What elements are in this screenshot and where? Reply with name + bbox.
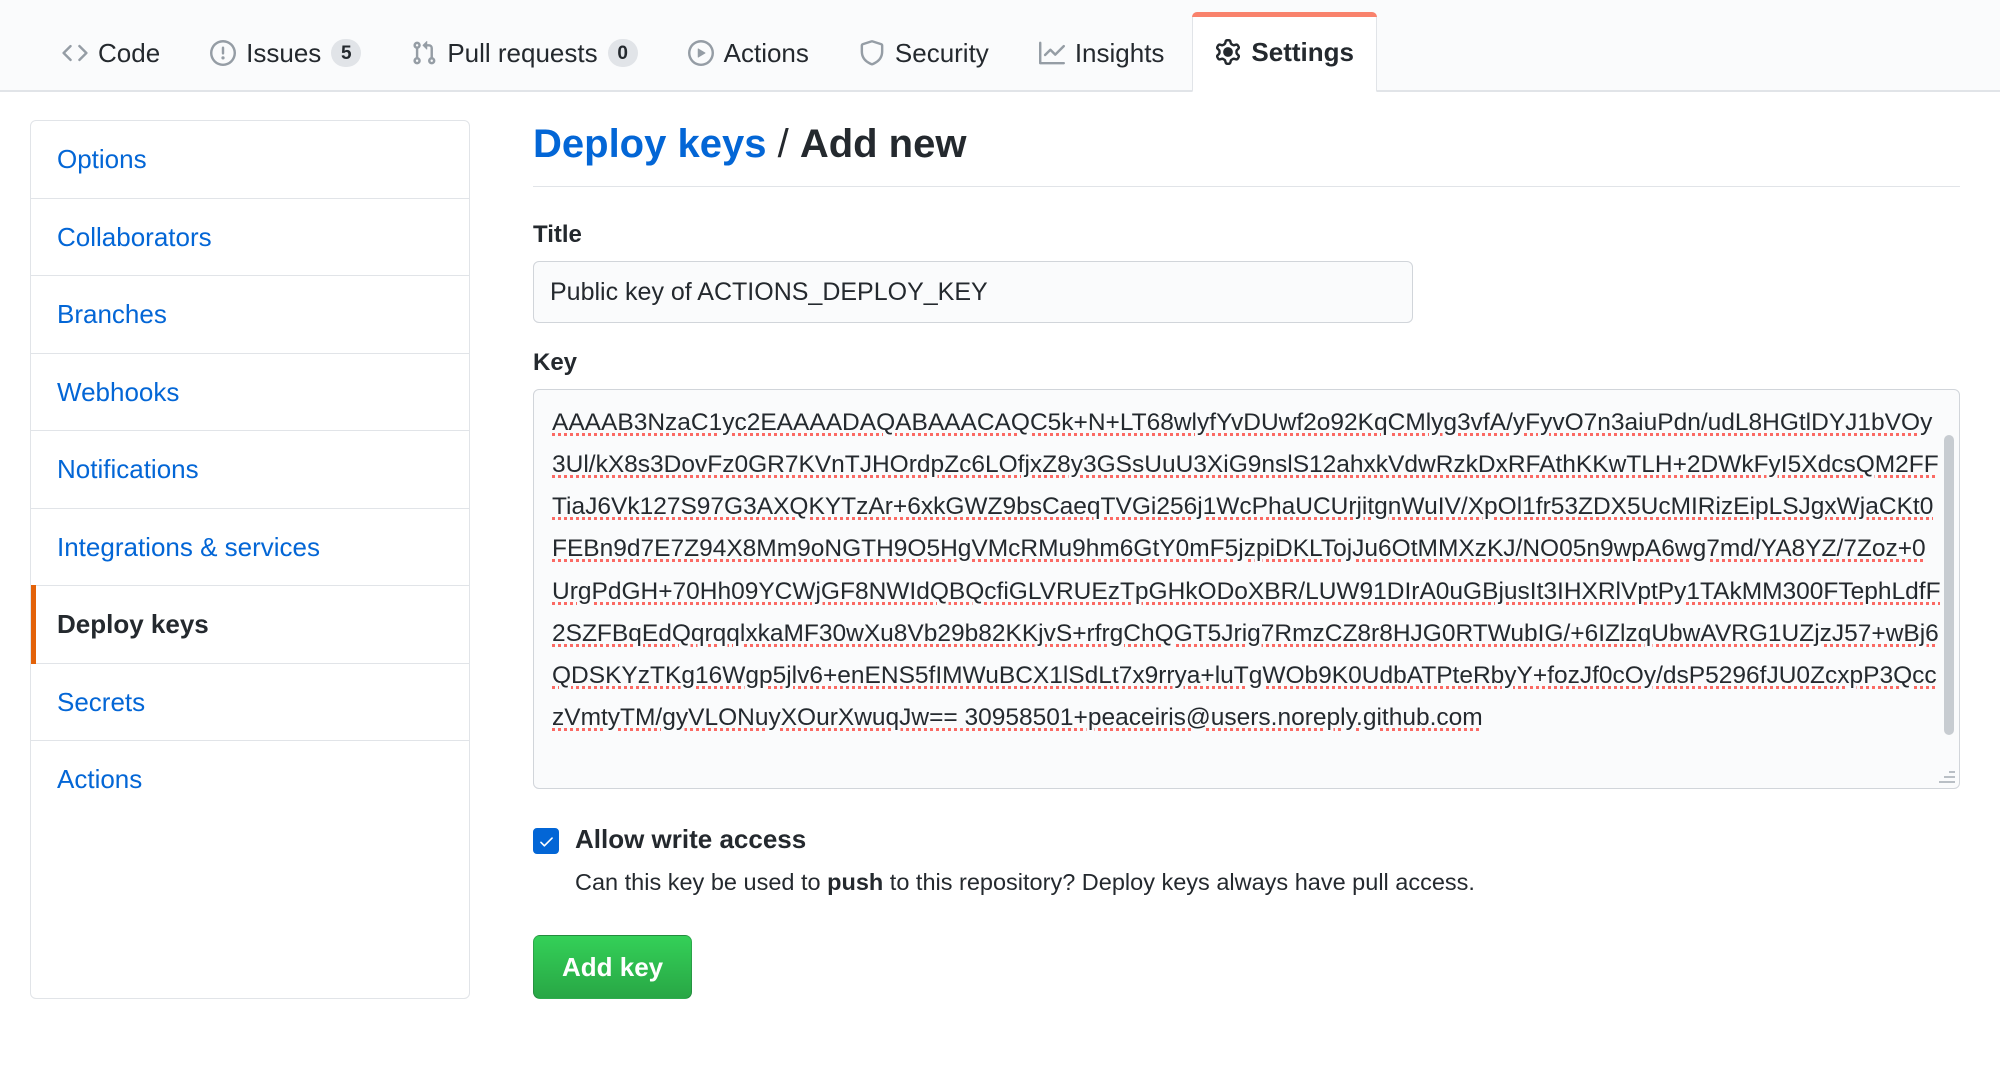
issues-counter: 5 xyxy=(331,39,362,67)
tab-label: Insights xyxy=(1074,37,1165,68)
pull-requests-counter: 0 xyxy=(607,39,638,67)
sidebar-item-integrations-services[interactable]: Integrations & services xyxy=(31,509,469,586)
repo-nav: Code Issues 5 Pull requests 0 Actions Se… xyxy=(0,0,2000,92)
description-suffix: to this repository? Deploy keys always h… xyxy=(883,868,1475,895)
title-input[interactable] xyxy=(533,261,1413,323)
title-field-group: Title xyxy=(533,221,1960,323)
issue-opened-icon xyxy=(210,40,237,66)
allow-write-access-label: Allow write access xyxy=(575,824,807,854)
tab-label: Pull requests xyxy=(447,37,598,68)
tab-label: Settings xyxy=(1251,36,1354,67)
add-key-button[interactable]: Add key xyxy=(533,934,693,1000)
gear-icon xyxy=(1215,39,1241,65)
sidebar-item-options[interactable]: Options xyxy=(31,121,469,199)
code-icon xyxy=(62,40,88,66)
key-textarea-wrapper: AAAAB3NzaC1yc2EAAAADAQABAAACAQC5k+N+LT68… xyxy=(533,389,1960,789)
shield-icon xyxy=(859,40,885,66)
breadcrumb-current: Add new xyxy=(799,122,967,166)
tab-label: Actions xyxy=(723,37,809,68)
sidebar-item-webhooks[interactable]: Webhooks xyxy=(31,354,469,431)
allow-write-access-description: Can this key be used to push to this rep… xyxy=(575,866,1475,899)
title-label: Title xyxy=(533,221,582,248)
tab-code[interactable]: Code xyxy=(40,15,182,91)
main-content: Deploy keys / Add new Title Key AAAAB3Nz… xyxy=(470,120,2000,1000)
tab-settings[interactable]: Settings xyxy=(1192,12,1377,92)
breadcrumb-separator: / xyxy=(766,122,800,166)
tab-label: Security xyxy=(894,37,989,68)
allow-write-access-checkbox[interactable] xyxy=(533,828,559,854)
sidebar-item-actions[interactable]: Actions xyxy=(57,764,143,794)
sidebar-item-secrets[interactable]: Secrets xyxy=(31,664,469,741)
graph-icon xyxy=(1038,40,1065,66)
page-title: Deploy keys / Add new xyxy=(533,120,1960,187)
description-prefix: Can this key be used to xyxy=(575,868,828,895)
tab-pull-requests[interactable]: Pull requests 0 xyxy=(389,15,659,91)
key-textarea[interactable]: AAAAB3NzaC1yc2EAAAADAQABAAACAQC5k+N+LT68… xyxy=(533,389,1960,789)
sidebar-item-notifications[interactable]: Notifications xyxy=(31,431,469,509)
allow-write-access-row[interactable]: Allow write access Can this key be used … xyxy=(533,823,1960,899)
description-bold: push xyxy=(827,868,884,895)
tab-security[interactable]: Security xyxy=(837,15,1011,91)
check-icon xyxy=(539,836,553,847)
key-label: Key xyxy=(533,349,578,376)
sidebar-item-collaborators[interactable]: Collaborators xyxy=(31,199,469,276)
breadcrumb-deploy-keys-link[interactable]: Deploy keys xyxy=(533,122,767,166)
tab-insights[interactable]: Insights xyxy=(1017,15,1187,91)
settings-page: Options Collaborators Branches Webhooks … xyxy=(0,92,2000,1000)
sidebar-item-branches[interactable]: Branches xyxy=(31,276,469,354)
allow-write-access-text: Allow write access Can this key be used … xyxy=(575,823,1475,899)
key-textarea-scrollbar[interactable] xyxy=(1944,435,1954,735)
tab-label: Issues xyxy=(246,37,322,68)
tab-label: Code xyxy=(98,37,161,68)
settings-sidebar: Options Collaborators Branches Webhooks … xyxy=(30,120,470,1000)
key-field-group: Key AAAAB3NzaC1yc2EAAAADAQABAAACAQC5k+N+… xyxy=(533,349,1960,789)
git-pull-request-icon xyxy=(411,40,437,66)
tab-actions[interactable]: Actions xyxy=(666,15,831,91)
tab-issues[interactable]: Issues 5 xyxy=(188,15,383,91)
play-icon xyxy=(687,40,714,66)
sidebar-item-deploy-keys[interactable]: Deploy keys xyxy=(31,585,469,664)
